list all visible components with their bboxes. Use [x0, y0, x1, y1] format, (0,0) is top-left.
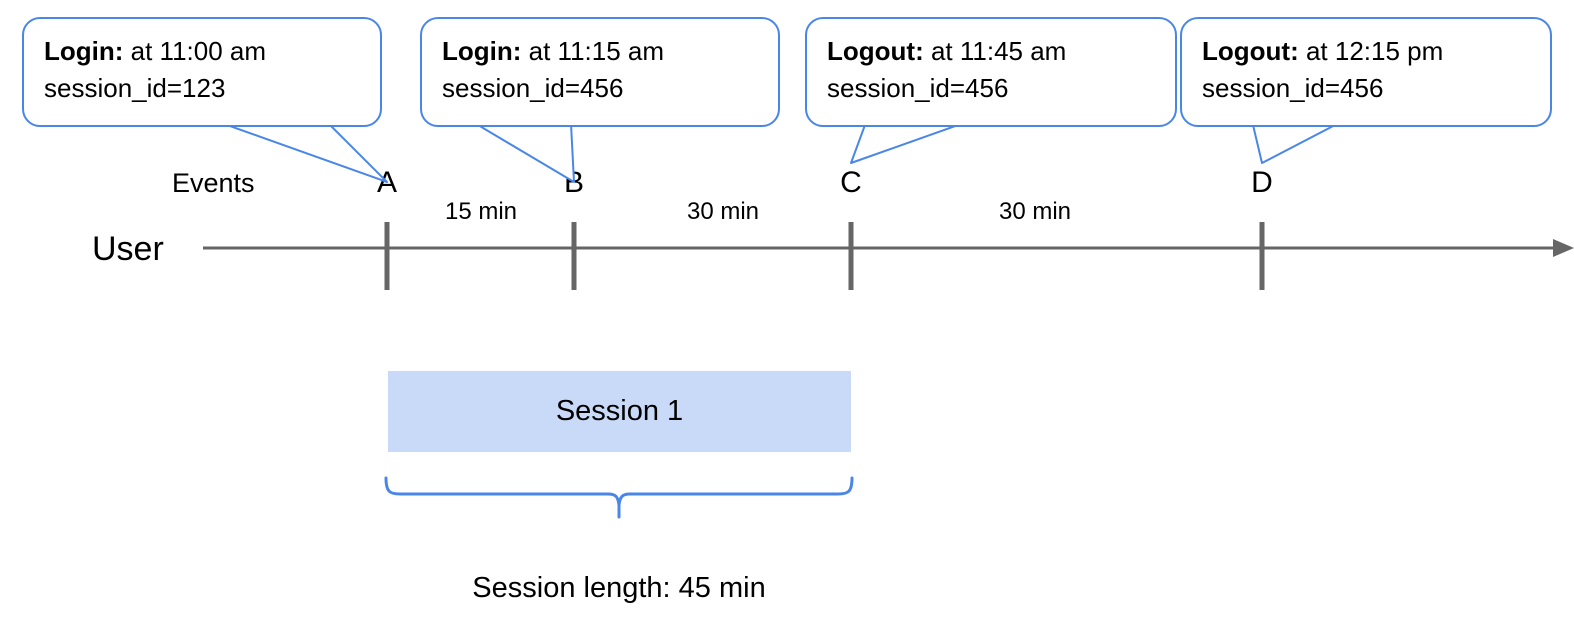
gap-label-bc: 30 min — [686, 198, 760, 225]
callout-c-rest: at 11:45 am — [923, 36, 1067, 66]
callout-bubble-d[interactable]: Logout: at 12:15 pm session_id=456 — [1180, 17, 1552, 127]
callout-d-line1: Logout: at 12:15 pm — [1202, 33, 1530, 70]
session-length-caption: Session length: 45 min — [472, 572, 766, 604]
callout-a-line1: Login: at 11:00 am — [44, 33, 360, 70]
callout-bubble-a[interactable]: Login: at 11:00 am session_id=123 — [22, 17, 382, 127]
callout-bubble-c[interactable]: Logout: at 11:45 am session_id=456 — [805, 17, 1177, 127]
callout-d-rest: at 12:15 pm — [1298, 36, 1444, 66]
callout-b-line2: session_id=456 — [442, 73, 624, 103]
callout-bubble-b[interactable]: Login: at 11:15 am session_id=456 — [420, 17, 780, 127]
session-bar[interactable]: Session 1 — [388, 371, 851, 452]
callout-d-line2: session_id=456 — [1202, 73, 1384, 103]
callout-a-rest: at 11:00 am — [123, 36, 267, 66]
callout-a-line2: session_id=123 — [44, 73, 226, 103]
callout-b-lead: Login: — [442, 36, 522, 66]
callout-b-line1: Login: at 11:15 am — [442, 33, 758, 70]
callout-b-rest: at 11:15 am — [521, 36, 665, 66]
tick-label-d: D — [1251, 166, 1273, 199]
user-row-label: User — [92, 230, 164, 268]
callout-c-line2: session_id=456 — [827, 73, 1009, 103]
callout-c-line1: Logout: at 11:45 am — [827, 33, 1155, 70]
gap-label-cd: 30 min — [998, 198, 1072, 225]
gap-label-ab: 15 min — [444, 198, 518, 225]
callout-c-lead: Logout: — [827, 36, 924, 66]
session-bar-label: Session 1 — [555, 395, 684, 427]
callout-a-lead: Login: — [44, 36, 124, 66]
callout-d-lead: Logout: — [1202, 36, 1299, 66]
tick-label-c: C — [840, 166, 862, 199]
